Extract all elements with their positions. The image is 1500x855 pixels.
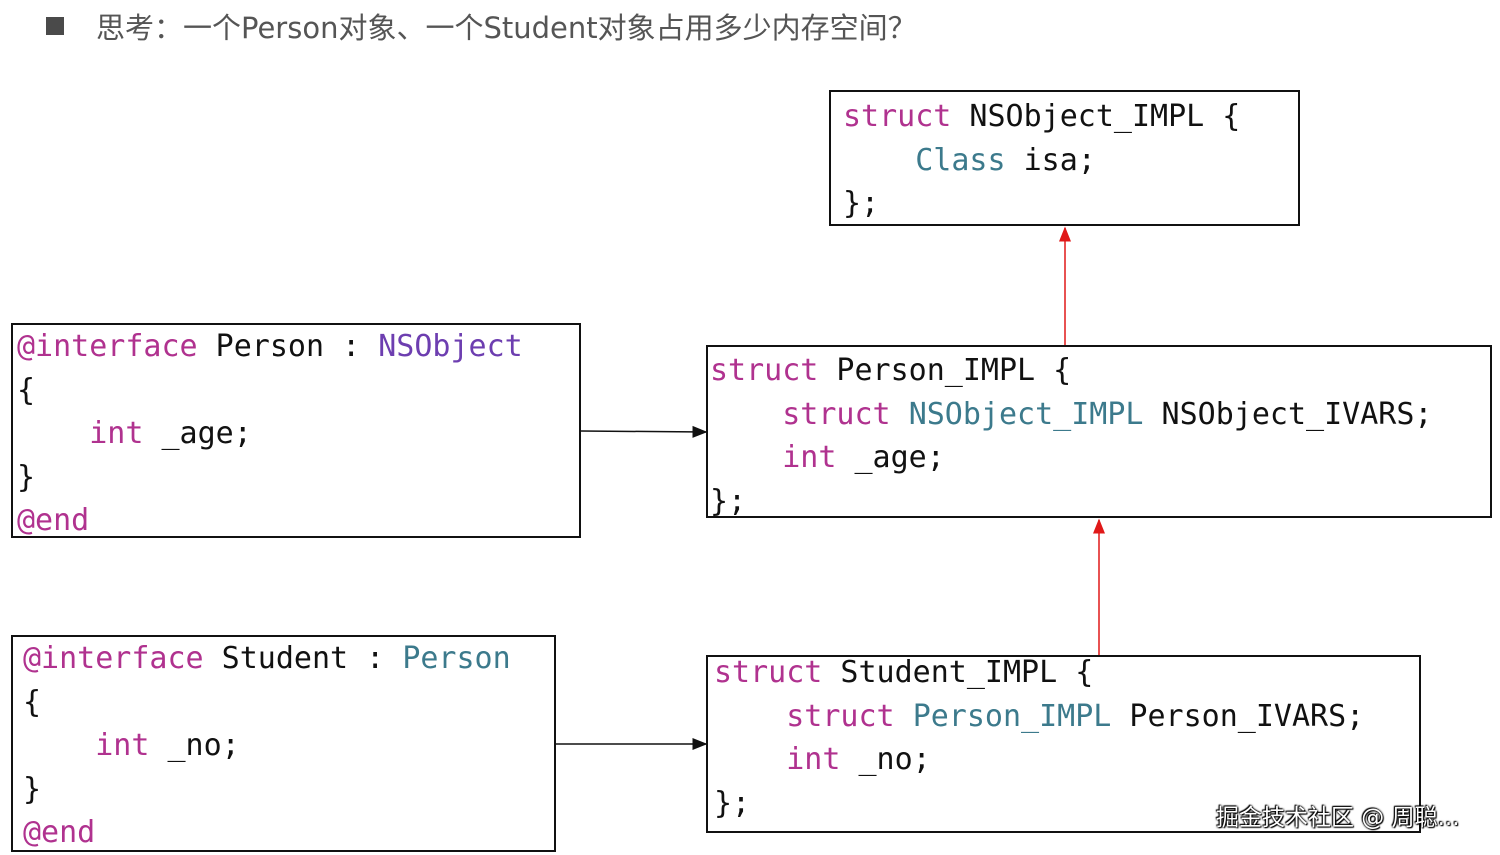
line-1: struct NSObject_IMPL { [843,99,1241,134]
line-4: } [17,459,36,495]
line-5: @end [17,503,90,538]
line-2: { [23,684,42,720]
type: int [89,416,144,451]
superclass: Person [402,641,511,676]
type: int [782,440,837,475]
line-1: @interface Person : NSObject [17,329,523,364]
line-1: struct Person_IMPL { [710,353,1072,388]
title-text: 思考：一个Person对象、一个Student对象占用多少内存空间？ [96,11,917,45]
line-2: { [17,372,36,408]
type: Class [915,142,1006,178]
student-impl-box: struct Student_IMPL { struct Person_IMPL… [706,655,1421,833]
person-interface-box: @interface Person : NSObject { int _age;… [11,323,581,538]
line-2: struct Person_IMPL Person_IVARS; [786,698,1365,734]
type: int [786,742,841,777]
person-interface-code: @interface Person : NSObject { int _age;… [17,325,523,543]
keyword: @interface [23,641,204,676]
superclass: NSObject [378,329,523,364]
type: NSObject_IMPL [908,396,1144,432]
line-3: }; [843,186,880,221]
nsobject-impl-box: struct NSObject_IMPL { Class isa; }; [829,90,1300,226]
student-interface-code: @interface Student : Person { int _no; }… [23,637,511,855]
line-1: @interface Student : Person [23,641,511,676]
line-3: int _no; [95,728,240,763]
type: int [95,728,150,763]
student-interface-box: @interface Student : Person { int _no; }… [11,635,556,852]
keyword: struct [710,353,819,388]
nsobject-impl-code: struct NSObject_IMPL { Class isa; }; [843,95,1240,226]
line-3: int _age; [89,416,252,451]
line-3: int _no; [786,742,931,777]
person-impl-code: struct Person_IMPL { struct NSObject_IMP… [710,349,1432,523]
keyword: struct [843,99,952,134]
keyword: @interface [17,329,198,364]
student-impl-code: struct Student_IMPL { struct Person_IMPL… [714,651,1364,825]
keyword: struct [714,655,823,690]
watermark: 掘金技术社区 @ 周聪... [1216,805,1460,831]
line-2: Class isa; [915,142,1096,178]
line-3: int _age; [782,440,945,475]
line-4: }; [710,483,747,519]
line-2: struct NSObject_IMPL NSObject_IVARS; [782,396,1433,432]
arrow-person-to-person-impl [580,425,708,438]
line-4: } [23,771,42,807]
page-title: 思考：一个Person对象、一个Student对象占用多少内存空间？ [46,4,917,48]
line-5: @end [23,815,96,850]
line-4: }; [714,785,751,821]
line-1: struct Student_IMPL { [714,655,1094,690]
type: Person_IMPL [912,698,1112,734]
person-impl-box: struct Person_IMPL { struct NSObject_IMP… [706,345,1492,519]
square-bullet-icon [46,17,64,35]
